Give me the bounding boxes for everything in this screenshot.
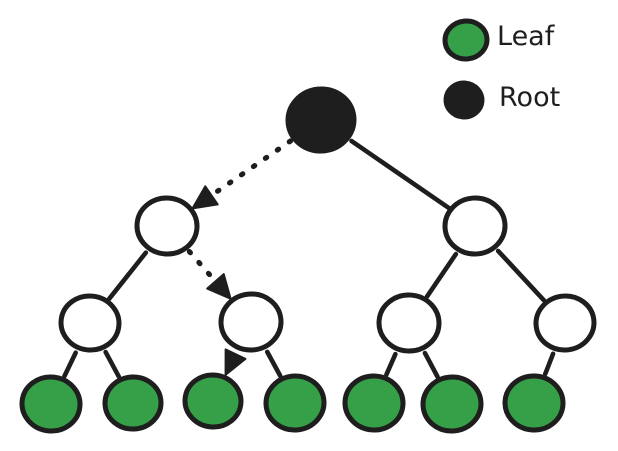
tree-node-root (285, 86, 357, 154)
tree-node-RL (376, 292, 442, 354)
path-dotted-edge-L-LR (186, 248, 215, 281)
traversal-path-layer (186, 138, 294, 376)
path-arrowhead-root-L (191, 185, 219, 210)
leaf-node-icon (442, 18, 490, 62)
tree-node-leaf5 (342, 373, 406, 433)
tree-edge-LR-leaf4 (264, 349, 283, 379)
tree-node-leaf3 (182, 372, 244, 430)
tree-edge-root-R (349, 138, 451, 211)
tree-edge-RL-leaf5 (384, 351, 398, 377)
legend-item-leaf: Leaf (442, 18, 556, 62)
legend: Leaf Root (442, 18, 560, 120)
tree-edge-R-RR (495, 248, 547, 303)
legend-root-label: Root (499, 82, 560, 113)
tree-node-leaf2 (102, 374, 164, 432)
tree-node-RR (533, 293, 597, 353)
tree-edge-LL-leaf2 (103, 349, 122, 379)
tree-edge-R-RL (424, 251, 459, 299)
path-arrowhead-L-LR (206, 273, 232, 300)
tree-node-leaf4 (263, 373, 327, 433)
root-node-icon (443, 80, 485, 120)
tree-edge-RL-leaf6 (422, 350, 440, 379)
path-dotted-edge-root-L (213, 138, 294, 196)
tree-edge-LL-leaf1 (62, 350, 78, 379)
tree-node-L (134, 195, 200, 257)
tree-node-R (442, 195, 508, 257)
legend-leaf-label: Leaf (497, 21, 556, 52)
tree-node-leaf6 (420, 374, 484, 434)
path-arrowhead-LR-leaf3 (224, 348, 247, 376)
tree-edge-L-LL (106, 250, 149, 302)
nodes-layer (19, 86, 597, 434)
tree-edge-RR-leaf7 (542, 351, 556, 377)
tree-node-LR (218, 291, 284, 353)
tree-node-LL (58, 293, 122, 353)
tree-node-leaf7 (502, 373, 566, 433)
edges-layer (62, 138, 556, 379)
legend-item-root: Root (443, 80, 560, 120)
tree-node-leaf1 (19, 374, 83, 434)
